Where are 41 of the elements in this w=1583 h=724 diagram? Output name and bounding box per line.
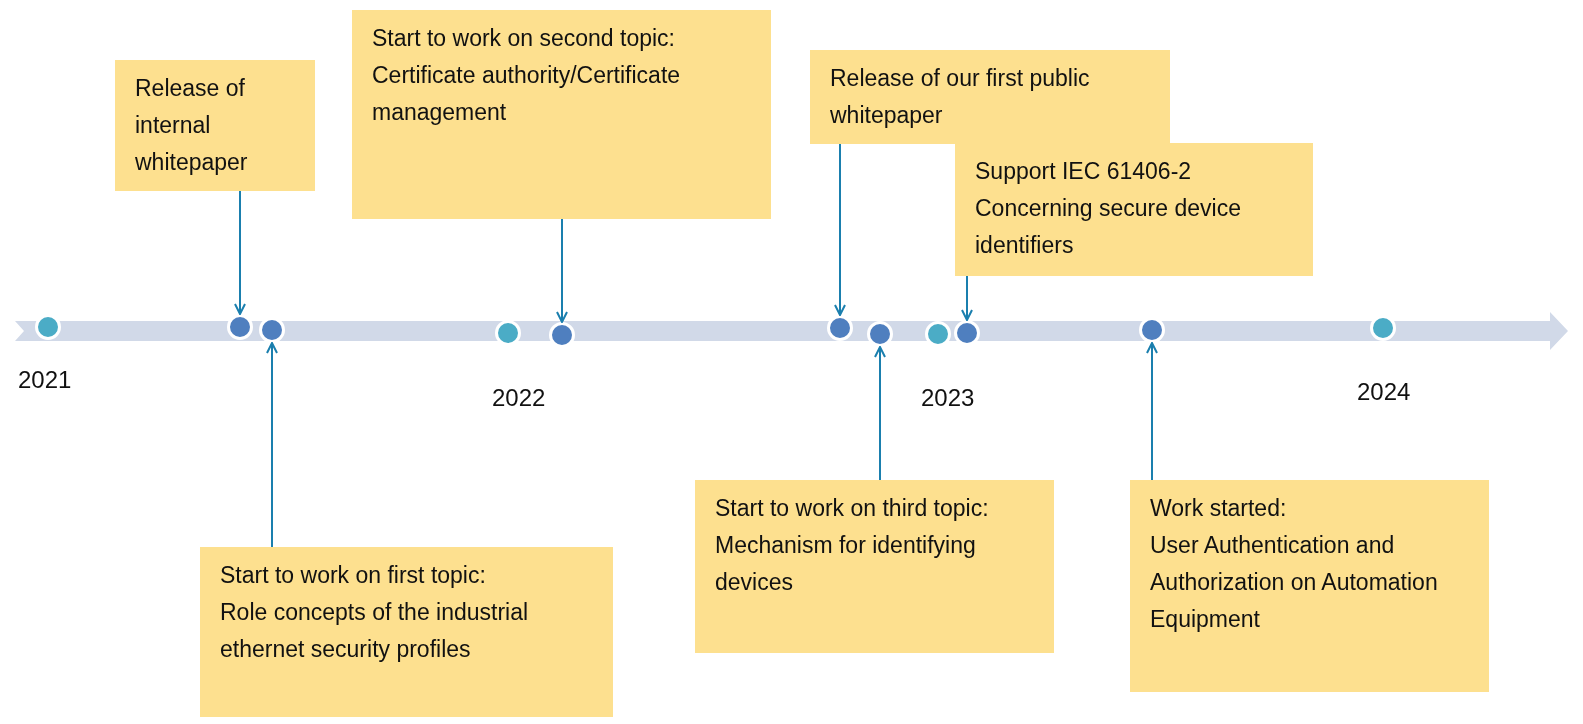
timeline-dot bbox=[867, 321, 893, 347]
timeline-dot bbox=[35, 314, 61, 340]
year-label: 2022 bbox=[492, 384, 546, 412]
arrow bbox=[874, 346, 886, 481]
event-box bbox=[352, 10, 771, 219]
event-box bbox=[115, 60, 315, 191]
year-label: 2021 bbox=[18, 366, 72, 394]
timeline-dot bbox=[1139, 317, 1165, 343]
year-label: 2024 bbox=[1357, 378, 1411, 406]
event-text: Mechanism for identifying devices bbox=[715, 531, 977, 597]
year-label: 2023 bbox=[921, 384, 975, 412]
event-text: Start to work on third topic: bbox=[715, 494, 990, 523]
event-text: Start to work on first topic: bbox=[220, 561, 487, 590]
arrow bbox=[1146, 342, 1158, 481]
timeline-dot bbox=[549, 322, 575, 348]
timeline-dot bbox=[1370, 315, 1396, 341]
event-text: Role concepts of the industrial ethernet security profiles bbox=[220, 598, 530, 664]
event-box bbox=[200, 547, 613, 717]
event-text: Release of our first public whitepaper bbox=[830, 64, 1091, 130]
timeline-dot bbox=[827, 315, 853, 341]
event-box bbox=[810, 50, 1170, 144]
event-box bbox=[1130, 480, 1489, 692]
arrow bbox=[556, 218, 568, 323]
arrow bbox=[266, 342, 278, 548]
event-text: User Authentication and Authorization on Automation Equipment bbox=[1150, 531, 1439, 634]
arrow bbox=[834, 143, 846, 316]
timeline-dot bbox=[259, 317, 285, 343]
timeline-dot bbox=[925, 321, 951, 347]
event-text: Support IEC 61406-2 bbox=[975, 157, 1193, 186]
timeline-dot bbox=[954, 320, 980, 346]
timeline-dot bbox=[495, 320, 521, 346]
event-box bbox=[955, 143, 1313, 276]
event-text: Work started: bbox=[1150, 494, 1288, 523]
event-text: Release of internal whitepaper bbox=[135, 74, 249, 177]
event-text: Certificate authority/Certificate management bbox=[372, 61, 682, 127]
event-text: Start to work on second topic: bbox=[372, 24, 676, 53]
arrow bbox=[234, 190, 246, 315]
arrow bbox=[961, 275, 973, 321]
event-text: Concerning secure device identifiers bbox=[975, 194, 1242, 260]
event-box bbox=[695, 480, 1054, 653]
timeline-dot bbox=[227, 314, 253, 340]
